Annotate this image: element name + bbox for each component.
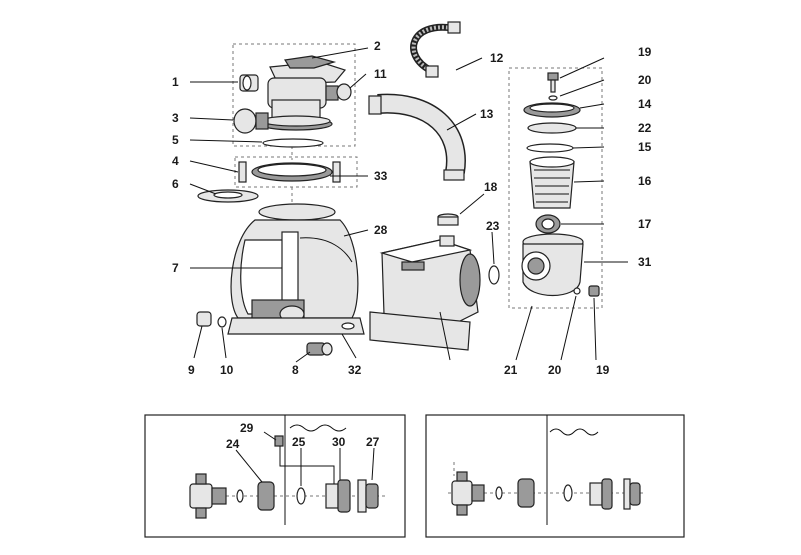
drain-plug (306, 342, 333, 356)
inset-left-fitting-27 (357, 479, 379, 513)
pump-strainer-group-box (508, 67, 603, 309)
callout-10: 10 (220, 363, 234, 377)
strainer-housing (521, 233, 584, 297)
callout-18: 18 (484, 180, 498, 194)
strainer-lid (527, 122, 577, 134)
callout-1: 1 (172, 75, 179, 89)
callout-32: 33 (374, 169, 388, 183)
inset-left-link-line (279, 446, 335, 484)
callout-5: 5 (172, 133, 179, 147)
pump-motor (369, 235, 481, 351)
inset-left-plug-31 (274, 435, 284, 447)
drain-cap (196, 311, 212, 327)
inset-right-o-ring (495, 486, 503, 500)
inset-right-waterline (549, 428, 599, 436)
strainer-lock-ring (523, 102, 581, 118)
strainer-o-ring (526, 143, 574, 153)
callout-8: 8 (292, 363, 299, 377)
callout-17: 17 (638, 217, 652, 231)
multiport-valve (259, 55, 347, 131)
valve-port-left (233, 108, 269, 134)
strainer-union (535, 214, 561, 234)
inset-left-leaders (235, 431, 375, 486)
strainer-cap (437, 213, 459, 226)
inset-left-waterline (289, 424, 347, 432)
elbow-pipe (368, 93, 466, 181)
inset-left-frame (144, 414, 406, 538)
callout-22: 22 (638, 121, 652, 135)
leader-lines (189, 47, 628, 363)
vent-o-ring-top (548, 95, 558, 101)
callout-24: 24 (226, 437, 240, 451)
connection-hose (410, 21, 461, 78)
tank-flange-gasket (197, 189, 259, 203)
inset-right-end-fitting (623, 478, 641, 510)
filter-tank (230, 203, 359, 319)
callout-21: 21 (504, 363, 518, 377)
callout-26: 28 (374, 223, 388, 237)
callout-20-bottom: 20 (548, 363, 562, 377)
strainer-basket (529, 156, 575, 209)
valve-port-right (325, 83, 352, 101)
callout-28: 30 (332, 435, 346, 449)
clamp-group-box (234, 156, 358, 188)
callout-15: 15 (638, 140, 652, 154)
inset-right-strainer (589, 478, 613, 510)
callout-27: 27 (366, 435, 380, 449)
strainer-vent-valve-top (547, 72, 559, 93)
inset-left-strainer-28 (325, 479, 351, 513)
tank-base (227, 317, 365, 335)
callout-2: 2 (374, 39, 381, 53)
callout-7: 7 (172, 261, 179, 275)
callout-13: 13 (480, 107, 494, 121)
strainer-drain-plug (588, 285, 600, 297)
inset-right-fitting (451, 471, 485, 516)
inset-left-fitting-24 (189, 473, 227, 519)
callout-19-top: 19 (638, 45, 652, 59)
callout-30: 32 (348, 363, 362, 377)
pressure-gauge (239, 74, 259, 92)
callout-29: 31 (638, 255, 652, 269)
drain-o-ring (217, 316, 227, 328)
clamp-assembly (238, 161, 341, 183)
callout-20-top: 20 (638, 73, 652, 87)
inset-right-gasket (563, 484, 573, 502)
vent-o-ring-bottom (573, 287, 581, 295)
inset-right-frame (425, 414, 685, 538)
inset-left-gasket-25 (296, 487, 306, 505)
inset-left-nut-24 (257, 481, 275, 511)
callout-23: 23 (486, 219, 500, 233)
callout-11: 11 (374, 67, 387, 81)
o-ring-5 (262, 138, 324, 148)
callout-19-bottom: 19 (596, 363, 610, 377)
callout-25: 25 (292, 435, 306, 449)
callout-9: 9 (188, 363, 195, 377)
callout-4: 4 (172, 154, 179, 168)
callout-12: 12 (490, 51, 504, 65)
callout-14: 14 (638, 97, 652, 111)
callout-31: 29 (240, 421, 254, 435)
inset-right-nut (517, 478, 535, 508)
callout-16: 16 (638, 174, 652, 188)
inset-left-o-ring (236, 489, 244, 503)
pump-o-ring (488, 265, 500, 285)
callout-6: 6 (172, 177, 179, 191)
callout-3: 3 (172, 111, 179, 125)
